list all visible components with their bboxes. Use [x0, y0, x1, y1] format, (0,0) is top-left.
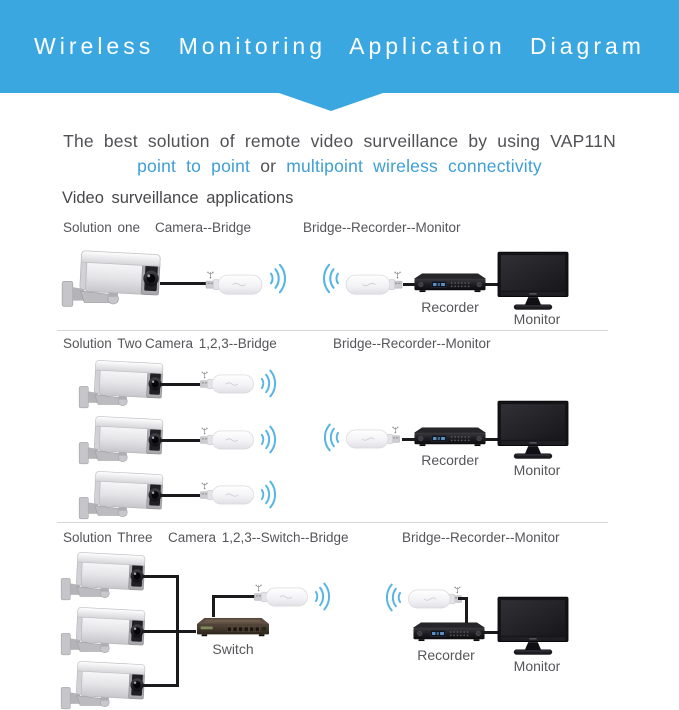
monitor-device: [497, 251, 569, 312]
wifi-bridge-device: [198, 480, 256, 507]
cable: [142, 575, 179, 578]
wifi-waves-icon: [258, 366, 278, 401]
cable: [212, 595, 256, 598]
recorder-label: Recorder: [417, 647, 475, 663]
cable: [160, 494, 200, 497]
solution3-right-chain: Bridge--Recorder--Monitor: [402, 530, 560, 545]
wifi-bridge-device: [343, 269, 405, 297]
section-divider: [57, 330, 608, 331]
section-title: Video surveillance applications: [62, 189, 294, 207]
wifi-bridge-device: [198, 425, 256, 452]
network-switch-device: [194, 615, 272, 639]
cable: [483, 438, 505, 441]
wifi-bridge-device: [344, 424, 402, 451]
wifi-bridge-device: [198, 369, 256, 396]
monitor-label: Monitor: [513, 462, 561, 478]
recorder-label: Recorder: [421, 452, 479, 468]
wifi-waves-icon: [258, 422, 278, 457]
wifi-waves-icon: [384, 580, 404, 615]
solution2-left-chain: Camera 1,2,3--Bridge: [145, 336, 277, 351]
wifi-waves-icon: [322, 420, 342, 455]
cable: [465, 597, 468, 625]
cable: [212, 595, 215, 617]
cctv-camera: [58, 653, 158, 710]
cable: [142, 630, 196, 633]
cable: [160, 383, 200, 386]
monitor-device: [497, 596, 569, 657]
cable: [458, 597, 468, 600]
monitor-label: Monitor: [513, 658, 561, 674]
solution1-name: Solution one: [63, 220, 141, 235]
solution2-right-chain: Bridge--Recorder--Monitor: [333, 336, 491, 351]
wifi-waves-icon: [312, 579, 332, 614]
intro-conjunction: or: [260, 156, 277, 176]
monitor-device: [497, 400, 569, 461]
solution1-left-chain: Camera--Bridge: [155, 220, 252, 235]
solution2-name: Solution Two: [63, 336, 143, 351]
wifi-bridge-device: [406, 584, 464, 611]
section-divider: [57, 522, 608, 523]
recorder-device: [410, 621, 488, 643]
recorder-device: [411, 426, 489, 448]
switch-label: Switch: [212, 641, 254, 657]
page-title: Wireless Monitoring Application Diagram: [34, 33, 645, 59]
cable: [142, 684, 179, 687]
cctv-camera: [58, 241, 176, 316]
solution3-left-chain: Camera 1,2,3--Switch--Bridge: [168, 530, 349, 545]
intro-phrase-point-to-point: point to point: [137, 156, 251, 176]
wifi-waves-icon: [267, 260, 288, 297]
intro-phrase-multipoint: multipoint wireless connectivity: [286, 156, 542, 176]
wifi-waves-icon: [321, 260, 342, 297]
cable: [160, 282, 210, 285]
wifi-bridge-device: [252, 582, 310, 609]
header-banner: Wireless Monitoring Application Diagram: [0, 0, 679, 93]
cable: [483, 283, 505, 286]
recorder-label: Recorder: [421, 299, 479, 315]
cable-bus: [176, 575, 179, 687]
solution3-name: Solution Three: [63, 530, 153, 545]
monitor-label: Monitor: [513, 311, 561, 327]
intro-text: The best solution of remote video survei…: [0, 129, 679, 179]
solution1-right-chain: Bridge--Recorder--Monitor: [303, 220, 461, 235]
wifi-bridge-device: [203, 269, 265, 297]
cable: [160, 439, 200, 442]
intro-line1: The best solution of remote video survei…: [63, 131, 616, 151]
cable: [482, 631, 504, 634]
banner-chevron-down: [279, 93, 383, 111]
recorder-device: [411, 272, 489, 294]
wifi-waves-icon: [258, 477, 278, 512]
